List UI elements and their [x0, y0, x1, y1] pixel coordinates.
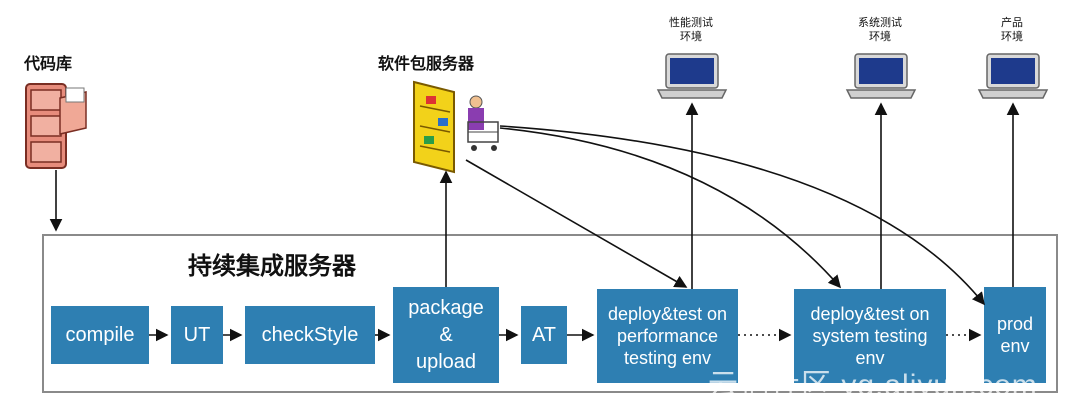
package-server-label: 软件包服务器	[378, 54, 475, 73]
stage-ut: UT	[171, 306, 223, 364]
ci-server-frame	[42, 234, 1058, 393]
prod-env-label: 产品 环境	[1001, 16, 1023, 43]
stage-compile: compile	[51, 306, 149, 364]
stage-checkstyle: checkStyle	[245, 306, 375, 364]
repo-label: 代码库	[24, 54, 73, 73]
perf-env-label: 性能测试 环境	[669, 16, 713, 43]
arrow-server-to-perf	[465, 159, 688, 288]
stage-prod-env: prod env	[984, 287, 1046, 383]
arrow-server-to-prod	[499, 125, 986, 306]
stage-package-upload: package & upload	[393, 287, 499, 383]
sys-env-label: 系统测试 环境	[858, 16, 902, 43]
laptop-icon-sys	[845, 53, 917, 99]
stage-deploy-performance: deploy&test on performance testing env	[597, 289, 738, 383]
laptop-icon-perf	[656, 53, 728, 99]
watermark: 云栖社区 yq.aliyun.com	[708, 369, 1038, 402]
laptop-icon-prod	[977, 53, 1049, 99]
arrow-server-to-sys	[499, 127, 842, 289]
package-server-icon	[413, 80, 499, 174]
stage-at: AT	[521, 306, 567, 364]
file-cabinet-icon	[25, 83, 87, 169]
stage-deploy-system: deploy&test on system testing env	[794, 289, 946, 383]
ci-server-title: 持续集成服务器	[188, 252, 356, 280]
